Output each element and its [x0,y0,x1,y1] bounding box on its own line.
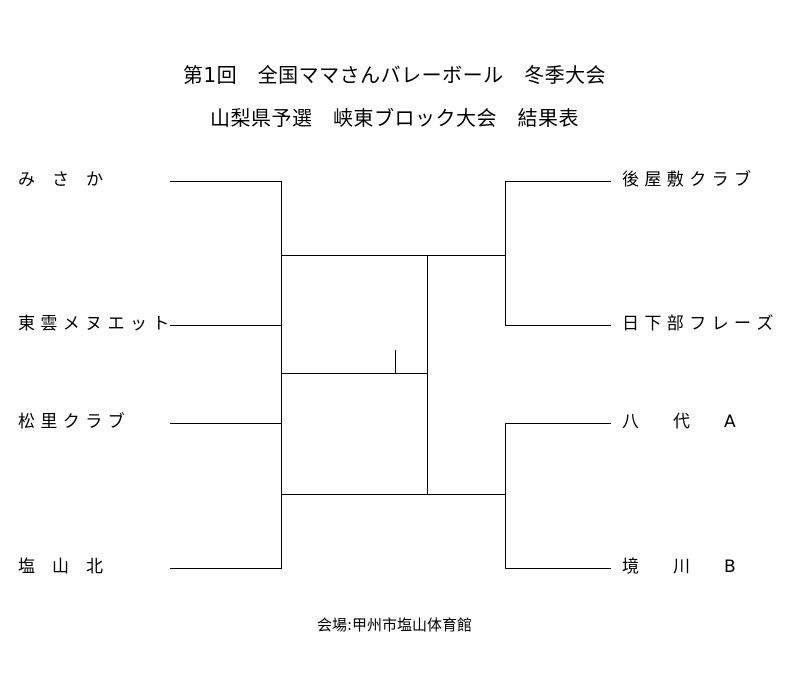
bracket-semifinal-left-bottom [281,494,428,495]
team-label-left-1: み さ か [18,170,103,190]
bracket-stem-right-4 [505,568,611,569]
bracket-stem-left-2 [170,325,282,326]
bracket-stem-right-3 [505,423,611,424]
bracket-final-vertical-left [281,255,282,495]
bracket-join-right-bottom [505,423,506,569]
team-label-right-1: 後 屋 敷 ク ラ ブ [622,170,752,190]
bracket-stem-left-1 [170,181,282,182]
page-title-line-2: 山梨県予選 峡東ブロック大会 結果表 [210,106,579,130]
team-label-left-2: 東 雲 メ ヌ エ ッ ト [18,314,170,334]
bracket-stem-right-2 [505,325,611,326]
bracket-semifinal-left-top [281,255,428,256]
team-label-right-4: 境 川 B [622,557,736,577]
bracket-final-bar [281,373,428,374]
venue-text: 会場:甲州市塩山体育館 [316,616,473,634]
team-label-left-4: 塩 山 北 [18,557,103,577]
bracket-semifinal-right-top [427,255,506,256]
team-label-left-3: 松 里 ク ラ ブ [18,412,125,432]
bracket-join-left-top [281,181,282,326]
bracket-join-left-bottom [281,423,282,569]
team-label-right-3: 八 代 A [622,412,736,432]
bracket-final-vertical-right [427,255,428,495]
bracket-join-right-top [505,181,506,326]
bracket-semifinal-right-bottom [427,494,506,495]
team-label-right-2: 日 下 部 フ レ ー ズ [622,314,774,334]
bracket-stem-left-4 [170,568,282,569]
bracket-champion-stub [395,350,396,374]
page-title-line-1: 第1回 全国ママさんバレーボール 冬季大会 [182,63,607,87]
bracket-stem-left-3 [170,423,282,424]
bracket-stem-right-1 [505,181,611,182]
